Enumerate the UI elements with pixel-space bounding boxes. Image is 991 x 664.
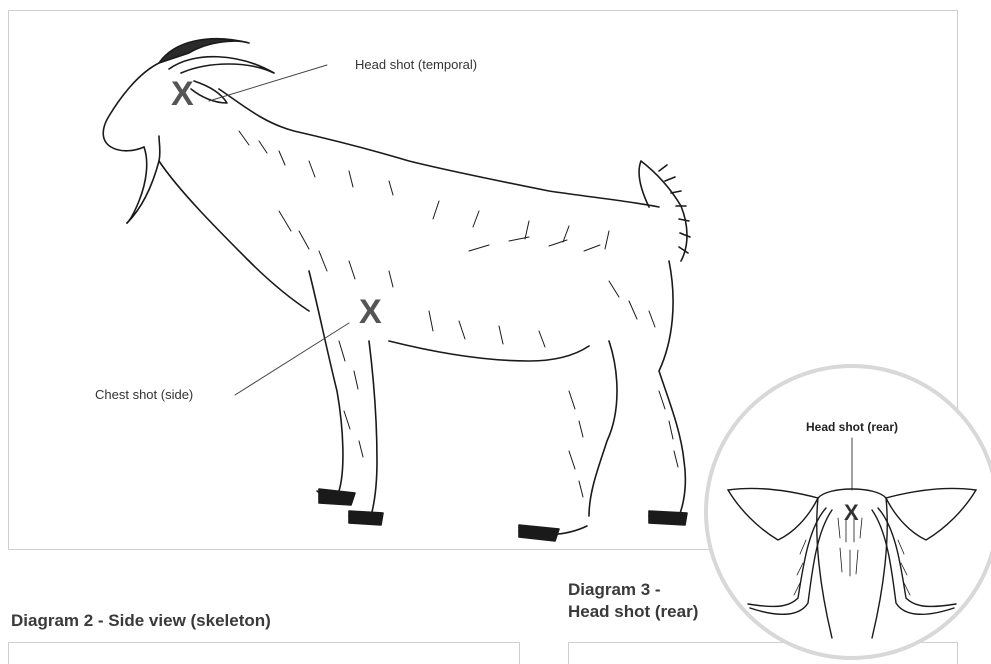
chest-side-marker: X	[359, 293, 382, 332]
head-rear-marker: X	[844, 500, 859, 526]
chest-shot-side-label: Chest shot (side)	[95, 387, 193, 402]
head-temporal-marker: X	[171, 75, 194, 114]
diagram-2-panel	[8, 642, 520, 664]
diagram-3-title-line1: Diagram 3 -	[568, 579, 661, 601]
head-rear-magnifier: Head shot (rear) X	[704, 364, 991, 660]
diagram-3-title-line2: Head shot (rear)	[568, 601, 698, 623]
head-shot-temporal-label: Head shot (temporal)	[355, 57, 477, 72]
diagram-2-title: Diagram 2 - Side view (skeleton)	[11, 610, 271, 632]
